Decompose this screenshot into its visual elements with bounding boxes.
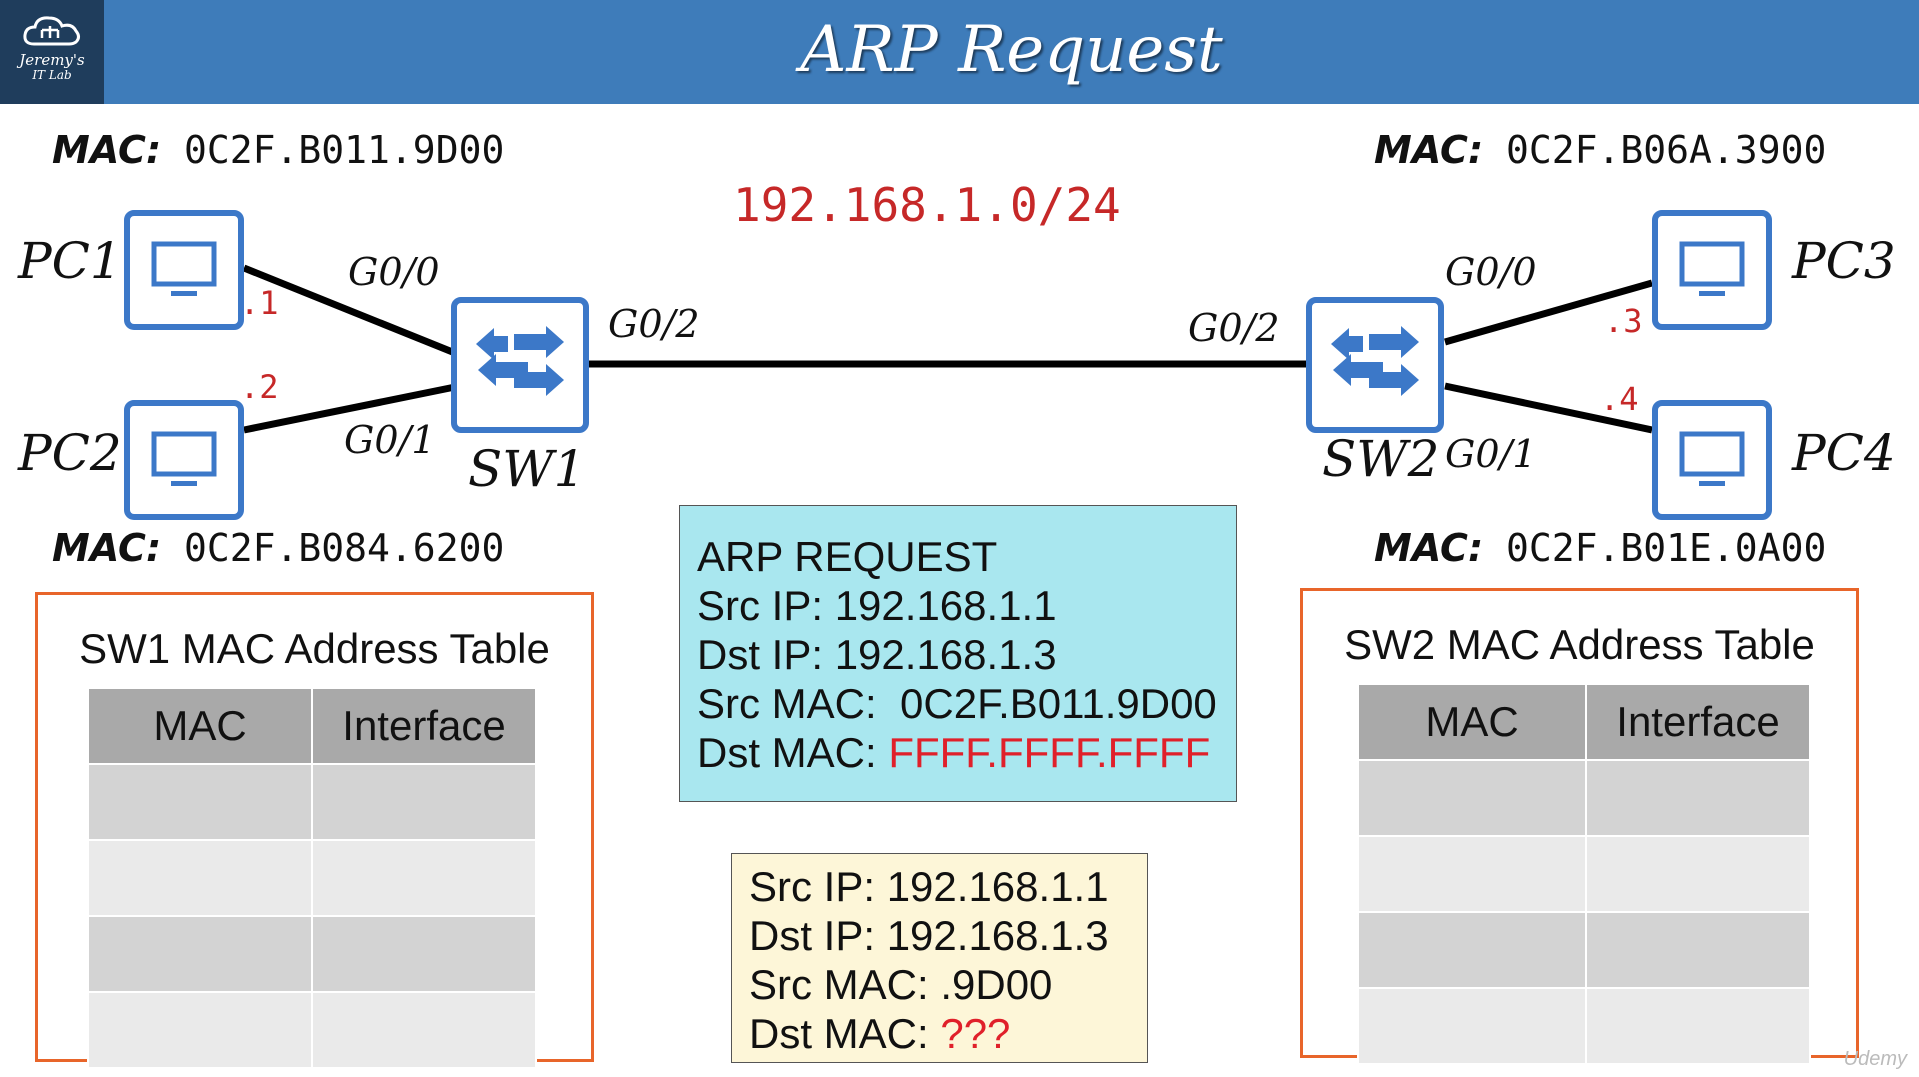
pc2-icon bbox=[124, 400, 244, 520]
sw1-g00-label: G0/0 bbox=[348, 250, 440, 294]
arp-dst-mac: Dst MAC: FFFF.FFFF.FFFF bbox=[697, 729, 1211, 776]
table-cell bbox=[87, 991, 313, 1069]
frame-dst-mac: Dst MAC: ??? bbox=[749, 1010, 1011, 1057]
sw2-g00-label: G0/0 bbox=[1445, 250, 1537, 294]
sw1-g01-label: G0/1 bbox=[344, 418, 436, 462]
table-cell bbox=[1357, 759, 1587, 837]
sw2-g01-label: G0/1 bbox=[1445, 432, 1537, 476]
table-header-mac: MAC bbox=[1357, 683, 1587, 761]
arp-src-mac: Src MAC: 0C2F.B011.9D00 bbox=[697, 680, 1217, 727]
udemy-watermark: Udemy bbox=[1843, 1048, 1907, 1070]
sw1-mac-table: MAC Interface bbox=[87, 687, 537, 1069]
pc2-label: PC2 bbox=[18, 424, 122, 482]
network-address: 192.168.1.0/24 bbox=[733, 178, 1121, 232]
table-cell bbox=[311, 915, 537, 993]
arp-dst-ip: Dst IP: 192.168.1.3 bbox=[697, 631, 1057, 678]
pc3-ip: .3 bbox=[1604, 302, 1643, 340]
pc4-ip: .4 bbox=[1600, 380, 1639, 418]
table-cell bbox=[87, 763, 313, 841]
logo-line1: Jeremy's bbox=[19, 51, 85, 69]
sw2-mac-table: MAC Interface bbox=[1357, 683, 1811, 1065]
pc1-mac: MAC: 0C2F.B011.9D00 bbox=[52, 128, 505, 172]
arp-request-box: ARP REQUEST Src IP: 192.168.1.1 Dst IP: … bbox=[679, 505, 1237, 802]
table-header-interface: Interface bbox=[311, 687, 537, 765]
pc3-mac: MAC: 0C2F.B06A.3900 bbox=[1374, 128, 1827, 172]
pc3-label: PC3 bbox=[1792, 232, 1896, 290]
pc4-icon bbox=[1652, 400, 1772, 520]
pc3-icon bbox=[1652, 210, 1772, 330]
link-pc2-sw1 bbox=[243, 383, 456, 434]
table-header-interface: Interface bbox=[1585, 683, 1811, 761]
header-bar: Jeremy's IT Lab ARP Request bbox=[0, 0, 1919, 104]
frame-dst-ip: Dst IP: 192.168.1.3 bbox=[749, 912, 1109, 959]
sw1-label: SW1 bbox=[468, 440, 586, 498]
table-cell bbox=[87, 915, 313, 993]
page-title: ARP Request bbox=[800, 13, 1223, 87]
sw2-icon bbox=[1306, 297, 1444, 433]
link-pc1-sw1 bbox=[242, 264, 457, 357]
link-sw2-pc3 bbox=[1444, 279, 1653, 346]
sw2-g02-label: G0/2 bbox=[1188, 306, 1280, 350]
sw2-mac-table-title: SW2 MAC Address Table bbox=[1344, 621, 1815, 668]
logo-line2: IT Lab bbox=[32, 68, 72, 82]
table-cell bbox=[1357, 835, 1587, 913]
frame-src-ip: Src IP: 192.168.1.1 bbox=[749, 863, 1109, 910]
sw1-icon bbox=[451, 297, 589, 433]
table-cell bbox=[1585, 759, 1811, 837]
pc2-mac: MAC: 0C2F.B084.6200 bbox=[52, 526, 505, 570]
sw1-mac-table-box: SW1 MAC Address Table MAC Interface bbox=[35, 592, 594, 1069]
sw2-label: SW2 bbox=[1322, 430, 1440, 488]
link-sw2-pc4 bbox=[1444, 382, 1653, 434]
sw1-g02-label: G0/2 bbox=[608, 302, 700, 346]
pc1-label: PC1 bbox=[18, 232, 122, 290]
table-header-mac: MAC bbox=[87, 687, 313, 765]
table-cell bbox=[1357, 911, 1587, 989]
jeremys-it-lab-logo: Jeremy's IT Lab bbox=[0, 0, 104, 104]
table-cell bbox=[1585, 987, 1811, 1065]
table-cell bbox=[1585, 835, 1811, 913]
frame-src-mac: Src MAC: .9D00 bbox=[749, 961, 1053, 1008]
table-cell bbox=[311, 763, 537, 841]
frame-header-box: Src IP: 192.168.1.1 Dst IP: 192.168.1.3 … bbox=[731, 853, 1148, 1063]
pc1-ip: .1 bbox=[240, 284, 279, 322]
sw2-mac-table-box: SW2 MAC Address Table MAC Interface bbox=[1300, 588, 1859, 1065]
cloud-icon bbox=[23, 16, 80, 46]
arp-heading: ARP REQUEST bbox=[697, 533, 998, 580]
pc4-mac: MAC: 0C2F.B01E.0A00 bbox=[1374, 526, 1827, 570]
table-cell bbox=[311, 991, 537, 1069]
sw1-mac-table-title: SW1 MAC Address Table bbox=[79, 625, 550, 672]
table-cell bbox=[87, 839, 313, 917]
arp-src-ip: Src IP: 192.168.1.1 bbox=[697, 582, 1057, 629]
table-cell bbox=[1357, 987, 1587, 1065]
pc1-icon bbox=[124, 210, 244, 330]
pc2-ip: .2 bbox=[240, 368, 279, 406]
table-cell bbox=[311, 839, 537, 917]
table-cell bbox=[1585, 911, 1811, 989]
pc4-label: PC4 bbox=[1792, 424, 1896, 482]
